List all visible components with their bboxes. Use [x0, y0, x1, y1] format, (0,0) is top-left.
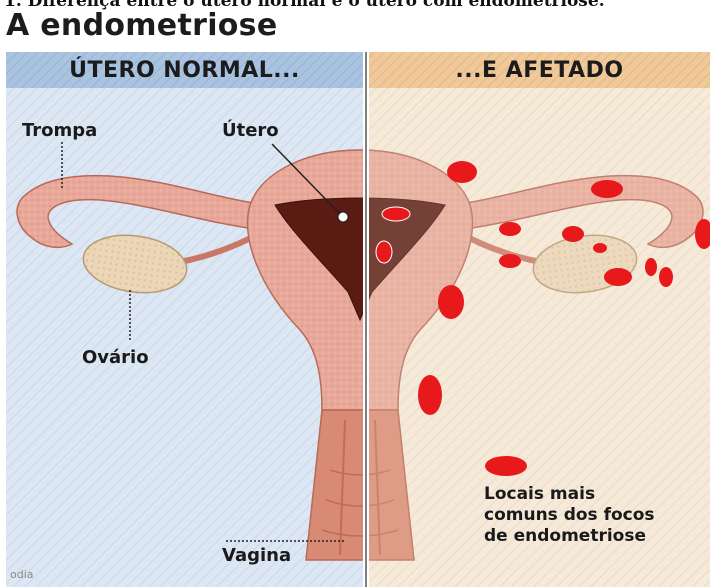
lesion: [418, 375, 442, 415]
lesion: [376, 241, 392, 263]
credit-logo: odia: [10, 568, 34, 581]
label-ovario: Ovário: [82, 347, 149, 368]
legend-text: Locais mais comuns dos focos de endometr…: [484, 484, 704, 547]
lesion: [604, 268, 632, 286]
page-title: A endometriose: [6, 8, 278, 43]
lesion: [591, 180, 623, 198]
lesion: [562, 226, 584, 242]
utero-marker: [338, 212, 348, 222]
lesion: [382, 207, 410, 221]
right-panel-heading: ...E AFETADO: [369, 52, 710, 88]
label-vagina: Vagina: [222, 545, 291, 566]
legend-line-2: comuns dos focos: [484, 505, 704, 526]
lesion: [593, 243, 607, 253]
lesion: [438, 285, 464, 319]
label-utero: Útero: [222, 120, 279, 141]
lesion: [499, 254, 521, 268]
left-panel-heading: ÚTERO NORMAL...: [6, 52, 363, 88]
lesion: [659, 267, 673, 287]
lesion: [645, 258, 657, 276]
label-trompa: Trompa: [22, 120, 97, 141]
lesion: [447, 161, 477, 183]
legend-line-3: de endometriose: [484, 526, 704, 547]
lesion: [499, 222, 521, 236]
legend-lesion-icon: [485, 456, 527, 476]
legend-line-1: Locais mais: [484, 484, 704, 505]
